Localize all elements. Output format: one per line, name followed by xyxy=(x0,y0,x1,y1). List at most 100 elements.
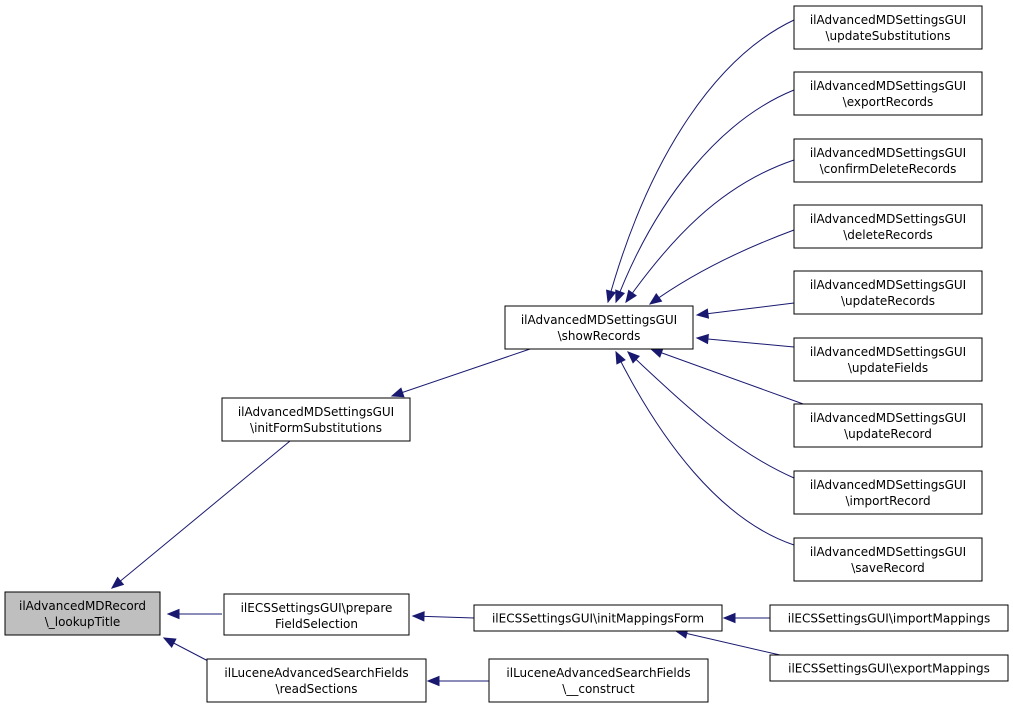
node-label-line1: ilAdvancedMDSettingsGUI xyxy=(810,345,966,359)
edge-line xyxy=(607,19,795,303)
node-label-line1: ilLuceneAdvancedSearchFields xyxy=(506,666,690,680)
edge-importrec-to-showrec xyxy=(627,351,795,479)
node-label-line1: ilAdvancedMDSettingsGUI xyxy=(810,411,966,425)
node-label-line1: ilAdvancedMDSettingsGUI xyxy=(810,146,966,160)
edge-line xyxy=(627,351,795,479)
node-label-line2: \updateFields xyxy=(848,361,928,375)
arrowhead xyxy=(615,289,626,304)
arrowhead xyxy=(625,289,637,304)
node-box xyxy=(206,658,427,703)
edge-readsec-to-lookup xyxy=(162,637,211,663)
edge-updaterec-to-showrec xyxy=(649,347,807,406)
node-box xyxy=(793,470,983,515)
edge-importmap-to-initmap xyxy=(722,612,770,624)
node-box xyxy=(473,604,723,632)
node-label-line1: ilAdvancedMDSettingsGUI xyxy=(238,405,394,419)
arrowhead xyxy=(695,308,710,319)
edge-initform-to-lookup xyxy=(110,440,291,589)
node-label-line2: \showRecords xyxy=(558,329,641,343)
node-box xyxy=(488,658,709,703)
arrowhead xyxy=(166,608,180,620)
node-showrec[interactable]: ilAdvancedMDSettingsGUI \showRecords xyxy=(504,305,694,350)
node-label-line2: \_lookupTitle xyxy=(45,615,121,629)
node-label-line1: ilAdvancedMDSettingsGUI xyxy=(810,13,966,27)
node-box xyxy=(769,654,1009,682)
node-label-line2: \initFormSubstitutions xyxy=(250,421,382,435)
node-exportrec[interactable]: ilAdvancedMDSettingsGUI \exportRecords xyxy=(793,71,983,116)
edge-line xyxy=(111,440,291,589)
node-label-line1: ilAdvancedMDRecord xyxy=(19,599,146,613)
edge-prepare-to-lookup xyxy=(166,608,222,620)
edge-initmap-to-prepare xyxy=(411,611,475,622)
node-exportmap[interactable]: ilECSSettingsGUI\exportMappings xyxy=(769,654,1009,682)
edge-line xyxy=(696,302,795,316)
node-updsubst[interactable]: ilAdvancedMDSettingsGUI \updateSubstituti… xyxy=(793,5,983,50)
node-updaterec[interactable]: ilAdvancedMDSettingsGUI\updateRecord xyxy=(793,403,983,448)
arrowhead xyxy=(649,347,664,358)
arrowhead xyxy=(411,611,425,622)
node-box xyxy=(793,5,983,50)
edge-updaterecs-to-showrec xyxy=(695,302,795,319)
node-label-line1: ilECSSettingsGUI\prepare xyxy=(241,601,393,615)
node-box xyxy=(769,604,1009,632)
node-label-line2: \saveRecord xyxy=(851,561,925,575)
arrowhead xyxy=(722,612,736,624)
arrowhead xyxy=(110,576,125,589)
node-label-line2: \updateRecords xyxy=(841,294,935,308)
node-updaterecs[interactable]: ilAdvancedMDSettingsGUI \updateRecords xyxy=(793,270,983,315)
node-importrec[interactable]: ilAdvancedMDSettingsGUI\importRecord xyxy=(793,470,983,515)
node-initform[interactable]: ilAdvancedMDSettingsGUI \initFormSubstitu… xyxy=(221,397,411,442)
edge-exportrec-to-showrec xyxy=(615,89,795,304)
node-readsec[interactable]: ilLuceneAdvancedSearchFields \readSection… xyxy=(206,658,427,703)
edge-line xyxy=(625,159,795,303)
node-box xyxy=(4,591,161,636)
node-label-line1: ilAdvancedMDSettingsGUI xyxy=(810,278,966,292)
node-label-line2: \exportRecords xyxy=(843,95,934,109)
edge-line xyxy=(696,337,795,348)
node-label-line2: \deleteRecords xyxy=(843,228,933,242)
edge-line xyxy=(391,347,534,397)
edge-showrec-to-initform xyxy=(390,347,534,398)
node-label-line1: ilAdvancedMDSettingsGUI xyxy=(810,79,966,93)
node-box xyxy=(504,305,694,350)
node-box xyxy=(223,593,410,636)
arrowhead xyxy=(426,675,440,687)
node-saverec[interactable]: ilAdvancedMDSettingsGUI \saveRecord xyxy=(793,537,983,582)
arrowhead xyxy=(627,351,641,364)
edges-layer xyxy=(110,19,807,687)
node-importmap[interactable]: ilECSSettingsGUI\importMappings xyxy=(769,604,1009,632)
node-updatefields[interactable]: ilAdvancedMDSettingsGUI \updateFields xyxy=(793,337,983,382)
node-confirmdel[interactable]: ilAdvancedMDSettingsGUI \confirmDeleteRec… xyxy=(793,138,983,183)
node-box xyxy=(793,270,983,315)
node-label-line1: ilECSSettingsGUI\importMappings xyxy=(788,612,991,626)
arrowhead xyxy=(606,289,617,304)
node-label-line1: ilLuceneAdvancedSearchFields xyxy=(224,666,408,680)
node-box xyxy=(793,204,983,249)
edge-updatefields-to-showrec xyxy=(695,333,795,348)
node-label-line2: \readSections xyxy=(276,682,358,696)
node-box xyxy=(793,337,983,382)
arrowhead xyxy=(695,333,709,345)
node-label-line2: \updateSubstitutions xyxy=(825,29,950,43)
node-initmap[interactable]: ilECSSettingsGUI\initMappingsForm xyxy=(473,604,723,632)
node-lookup[interactable]: ilAdvancedMDRecord \_lookupTitle xyxy=(4,591,161,636)
edge-construct-to-readsec xyxy=(426,675,489,687)
edge-confirmdel-to-showrec xyxy=(625,159,795,304)
arrowhead xyxy=(390,387,405,398)
node-construct[interactable]: ilLuceneAdvancedSearchFields \__construct xyxy=(488,658,709,703)
edge-updsubst-to-showrec xyxy=(606,19,795,304)
node-label-line1: ilAdvancedMDSettingsGUI xyxy=(810,212,966,226)
edge-line xyxy=(615,89,795,303)
node-label-line1: ilAdvancedMDSettingsGUI xyxy=(810,545,966,559)
node-label-line1: ilAdvancedMDSettingsGUI xyxy=(521,313,677,327)
node-label-line2: \__construct xyxy=(562,682,635,696)
node-label-line2: \confirmDeleteRecords xyxy=(820,162,957,176)
arrowhead xyxy=(615,350,626,365)
arrowhead xyxy=(162,637,177,648)
node-box xyxy=(793,138,983,183)
edge-line xyxy=(675,630,781,656)
node-deleterec[interactable]: ilAdvancedMDSettingsGUI \deleteRecords xyxy=(793,204,983,249)
node-label-line2: \importRecord xyxy=(845,494,930,508)
